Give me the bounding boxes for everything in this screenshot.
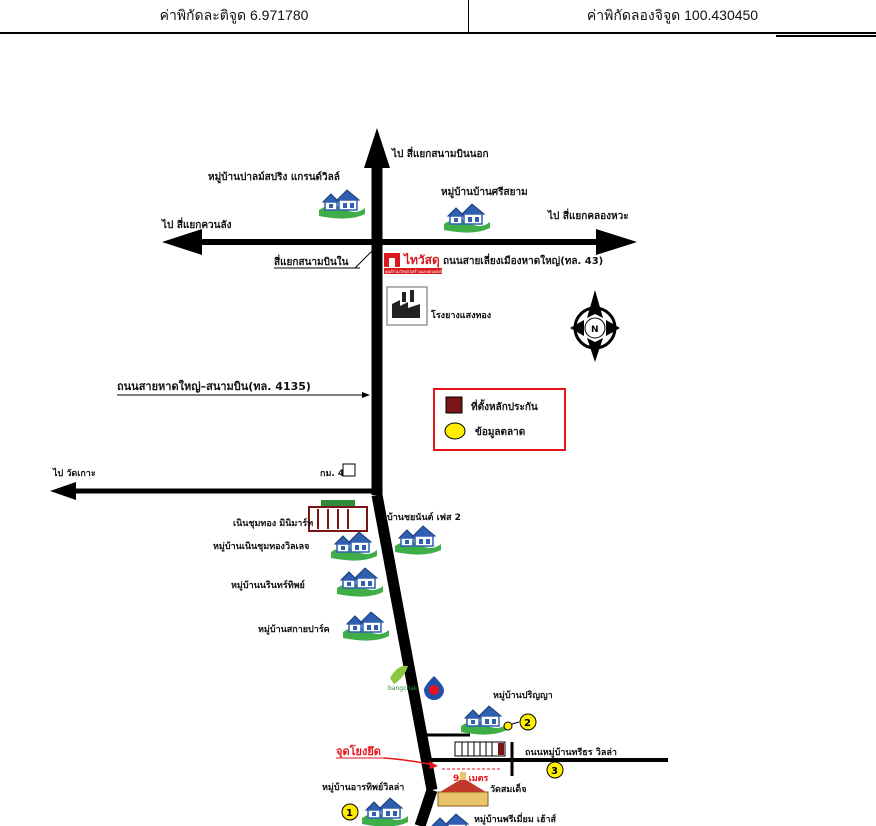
- market-marker-2: [519, 713, 537, 731]
- latitude-cell: ค่าพิกัดละติจูด 6.971780: [159, 7, 309, 23]
- market-marker-1-label: 1: [346, 808, 353, 819]
- label-village-narin: หมู่บ้านนรินทร์ทิพย์: [231, 579, 305, 591]
- arrow-east-icon: [596, 229, 637, 255]
- marker-leader: [511, 721, 520, 725]
- label-pickup-point: จุดโยงยึด: [336, 744, 381, 759]
- market-marker-2-label: 2: [524, 718, 531, 729]
- label-village-hathip: หมู่บ้านอารทิพย์วิลล่า: [322, 781, 404, 793]
- arrow-west-lower-icon: [50, 482, 76, 500]
- arrow-west-icon: [162, 229, 202, 255]
- label-village-parinya: หมู่บ้านปริญญา: [493, 690, 553, 701]
- label-to-khuan-lang: ไป สี่แยกควนลัง: [161, 217, 232, 231]
- label-road-hatyai-muang: ถนนสายเลี่ยงเมืองหาดใหญ่(ทล. 43): [443, 253, 603, 267]
- label-to-wat-ko: ไป วัดเกาะ: [52, 467, 96, 479]
- arrow-north-icon: [364, 128, 390, 168]
- label-village-palm-spring: หมู่บ้านปาลม์สปริง แกรนด์วิลล์: [208, 171, 340, 184]
- ptt-logo-icon: [424, 676, 444, 700]
- thaiwatsadu-logo: ไทวัสดุ ศูนย์รวมวัสดุก่อสร้างและตกแต่งบ้…: [384, 252, 448, 275]
- label-noen-chumthong-mini: เนินชุมทอง มินิมาร์ท: [233, 517, 313, 529]
- house-icon: [330, 531, 378, 562]
- house-icon: [336, 567, 384, 598]
- market-marker-3: [546, 761, 564, 779]
- label-road-tree-villa: ถนนหมู่บ้านทรีธร วิลล่า: [525, 747, 617, 758]
- thaiwatsadu-name: ไทวัสดุ: [402, 252, 440, 268]
- label-village-noen-chumthong: หมู่บ้านเนินชุมทองวิลเลจ: [213, 541, 309, 552]
- label-village-chaiyanan: บ้านชยนันต์ เฟส 2: [387, 511, 461, 523]
- km-post-icon: [342, 463, 356, 477]
- longitude-cell: ค่าพิกัดลองจิจูด 100.430450: [586, 7, 759, 23]
- leader-arrow-icon: [362, 392, 370, 398]
- label-km-marker: กม. 4: [320, 469, 344, 479]
- house-icon: [394, 525, 442, 556]
- house-icon: [443, 203, 491, 234]
- bangchak-label: bangchak: [388, 685, 418, 692]
- label-village-sakai: หมู่บ้านสกายปาร์ค: [258, 623, 330, 635]
- coordinates-header: ค่าพิกัดละติจูด 6.971780 ค่าพิกัดลองจิจู…: [0, 0, 876, 34]
- label-to-khlong-hae: ไป สี่แยกคลองหวะ: [547, 208, 629, 222]
- north-compass-icon: N: [570, 290, 620, 362]
- bangchak-logo: bangchak: [388, 665, 418, 692]
- legend: ที่ตั้งหลักประกัน ข้อมูลตลาด: [433, 388, 566, 451]
- minimart-icon: [308, 500, 368, 532]
- market-marker-3-label: 3: [551, 766, 558, 777]
- header-bottom-rule: [0, 32, 876, 34]
- road-network: [72, 160, 668, 826]
- label-village-bottom: หมู่บ้านพรีเมี่ยม เฮ้าส์: [474, 812, 557, 825]
- label-distance: 98 เมตร: [453, 774, 489, 784]
- south-road-end: [414, 788, 438, 826]
- pointer-line: [354, 249, 374, 269]
- market-data-swatch-icon: [444, 422, 466, 440]
- house-icon: [361, 797, 409, 826]
- label-inner-airport-junction: สี่แยกสนามบินใน: [274, 254, 349, 268]
- legend-market-data: ข้อมูลตลาด: [475, 426, 525, 439]
- label-to-airport-outer: ไป สี่แยกสนามบินนอก: [391, 146, 489, 160]
- label-road-hatyai-airport: ถนนสายหาดใหญ่–สนามบิน(ทล. 4135): [117, 379, 311, 393]
- label-village-srisayam: หมู่บ้านบ้านศรีสยาม: [441, 186, 528, 199]
- house-icon: [427, 813, 475, 826]
- legend-collateral: ที่ตั้งหลักประกัน: [471, 399, 538, 413]
- house-icon: [460, 705, 508, 736]
- label-rubber-factory: โรงยางแสงทอง: [430, 309, 491, 321]
- north-label: N: [591, 325, 599, 335]
- market-marker-1: [341, 803, 359, 821]
- gate-icon: [454, 741, 506, 757]
- market-dot-icon: [503, 721, 513, 731]
- factory-icon: [386, 286, 428, 326]
- house-icon: [342, 611, 390, 642]
- south-road: [371, 493, 438, 792]
- label-wat-somdet: วัดสมเด็จ: [490, 782, 527, 795]
- house-icon: [318, 189, 366, 220]
- header-underline: [776, 35, 876, 37]
- pickup-arrow-icon: [429, 761, 438, 769]
- header-divider: [468, 0, 469, 33]
- collateral-swatch-icon: [445, 396, 463, 414]
- thaiwatsadu-sub: ศูนย์รวมวัสดุก่อสร้างและตกแต่งบ้าน: [385, 269, 448, 275]
- temple-icon: [437, 772, 489, 807]
